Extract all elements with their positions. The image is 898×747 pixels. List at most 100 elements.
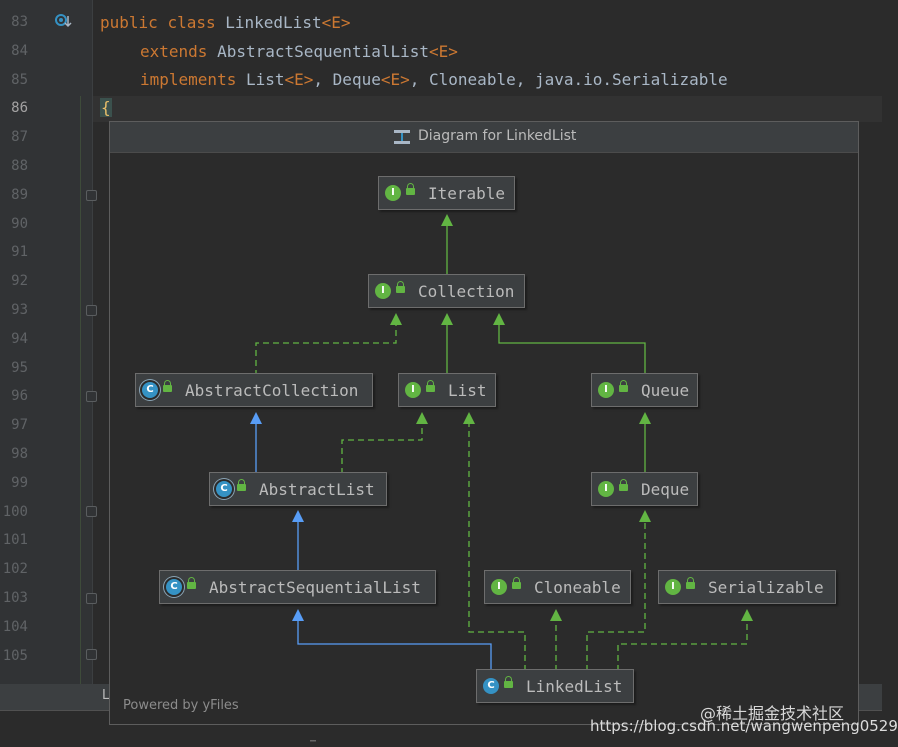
fold-marker[interactable] xyxy=(86,593,97,604)
abstract-class-icon: C xyxy=(142,382,158,398)
lock-icon xyxy=(686,577,695,589)
node-abstract-list[interactable]: C AbstractList xyxy=(209,472,387,506)
node-collection[interactable]: I Collection xyxy=(368,274,525,308)
type-param: <E> xyxy=(380,70,410,89)
class-name: LinkedList xyxy=(225,13,322,32)
edge-queue-collection xyxy=(498,315,646,376)
fold-marker[interactable] xyxy=(86,506,97,517)
override-gutter-icon[interactable] xyxy=(53,12,73,32)
interface-icon: I xyxy=(665,579,681,595)
diagram-icon xyxy=(394,130,410,144)
bottom-tab-label[interactable]: L xyxy=(102,688,110,703)
lock-icon xyxy=(619,479,628,491)
line-number[interactable]: 104 xyxy=(2,618,28,635)
keyword-extends: extends xyxy=(140,42,208,61)
lock-icon xyxy=(237,479,246,491)
fold-marker[interactable] xyxy=(86,305,97,316)
node-queue[interactable]: I Queue xyxy=(591,373,698,407)
line-number[interactable]: 102 xyxy=(2,561,28,578)
fold-marker[interactable] xyxy=(86,649,97,660)
interface-icon: I xyxy=(385,185,401,201)
lock-icon xyxy=(396,281,405,293)
popup-title-bar[interactable]: Diagram for LinkedList xyxy=(110,122,858,153)
line-number[interactable]: 84 xyxy=(11,42,28,59)
interface-icon: I xyxy=(375,283,391,299)
line-number[interactable]: 96 xyxy=(11,388,28,405)
drag-handle-icon[interactable]: ⋯ xyxy=(310,736,317,747)
keyword-implements: implements xyxy=(140,70,237,89)
line-number[interactable]: 85 xyxy=(11,71,28,88)
class-icon: C xyxy=(483,678,499,694)
diagram-popup[interactable]: Diagram for LinkedList xyxy=(109,121,859,725)
node-label: List xyxy=(448,381,487,400)
superclass-name: AbstractSequentialList xyxy=(217,42,429,61)
line-number[interactable]: 95 xyxy=(11,359,28,376)
line-number[interactable]: 83 xyxy=(11,14,28,30)
watermark-juejin: @稀土掘金技术社区 xyxy=(700,704,845,723)
node-list[interactable]: I List xyxy=(398,373,496,407)
line-number[interactable]: 91 xyxy=(11,244,28,261)
node-iterable[interactable]: I Iterable xyxy=(378,176,515,210)
node-serializable[interactable]: I Serializable xyxy=(658,570,836,604)
node-label: LinkedList xyxy=(526,677,623,696)
code-line-85[interactable]: implements List<E>, Deque<E>, Cloneable,… xyxy=(140,70,728,89)
edge-abstractcollection-collection xyxy=(255,315,397,376)
lock-icon xyxy=(504,676,513,688)
line-number[interactable]: 86 xyxy=(11,100,28,117)
line-number[interactable]: 87 xyxy=(11,129,28,146)
line-number[interactable]: 100 xyxy=(2,503,28,520)
node-label: Serializable xyxy=(708,578,824,597)
lock-icon xyxy=(163,380,172,392)
editor-gutter xyxy=(0,0,92,745)
edge-abstractlist-list xyxy=(341,414,423,474)
node-label: Collection xyxy=(418,282,515,301)
line-number[interactable]: 88 xyxy=(11,158,28,174)
node-label: Deque xyxy=(641,480,690,499)
line-number[interactable]: 90 xyxy=(11,215,28,232)
line-number[interactable]: 103 xyxy=(2,590,28,606)
edge-linkedlist-asl xyxy=(297,611,492,671)
fold-marker[interactable] xyxy=(86,190,97,201)
keyword-class: class xyxy=(167,13,216,32)
lock-icon xyxy=(619,380,628,392)
gutter-separator xyxy=(92,0,93,700)
powered-by-label: Powered by yFiles xyxy=(123,698,239,713)
edge-linkedlist-list xyxy=(468,414,526,671)
interface-icon: I xyxy=(598,481,614,497)
line-number[interactable]: 97 xyxy=(11,417,28,434)
line-number[interactable]: 99 xyxy=(11,474,28,491)
code-line-84[interactable]: extends AbstractSequentialList<E> xyxy=(140,42,458,61)
line-number[interactable]: 105 xyxy=(2,647,28,664)
node-linked-list[interactable]: C LinkedList xyxy=(476,669,634,703)
open-brace[interactable]: { xyxy=(100,98,112,117)
node-cloneable[interactable]: I Cloneable xyxy=(484,570,631,604)
code-line-83[interactable]: public class LinkedList<E> xyxy=(100,13,350,32)
line-number[interactable]: 101 xyxy=(2,532,28,549)
current-line-highlight xyxy=(93,96,882,122)
node-abstract-collection[interactable]: C AbstractCollection xyxy=(135,373,373,407)
type-param: <E> xyxy=(284,70,314,89)
watermark-url: https://blog.csdn.net/wangwenpeng0529 xyxy=(590,717,898,735)
lock-icon xyxy=(512,577,521,589)
line-number[interactable]: 94 xyxy=(11,330,28,347)
node-abstract-sequential-list[interactable]: C AbstractSequentialList xyxy=(159,570,436,604)
popup-title: Diagram for LinkedList xyxy=(418,128,577,144)
node-label: Queue xyxy=(641,381,690,400)
keyword-public: public xyxy=(100,13,158,32)
interface-icon: I xyxy=(598,382,614,398)
node-label: AbstractCollection xyxy=(185,381,359,400)
line-number[interactable]: 92 xyxy=(11,273,28,290)
line-number[interactable]: 89 xyxy=(11,186,28,203)
abstract-class-icon: C xyxy=(166,579,182,595)
line-number[interactable]: 98 xyxy=(11,446,28,462)
line-number[interactable]: 93 xyxy=(11,302,28,318)
fold-marker[interactable] xyxy=(86,391,97,402)
interface-deque: Deque xyxy=(332,70,381,89)
lock-icon xyxy=(187,577,196,589)
node-label: Iterable xyxy=(428,184,506,203)
type-param: <E> xyxy=(429,42,458,61)
lock-icon xyxy=(406,183,415,195)
node-deque[interactable]: I Deque xyxy=(591,472,698,506)
indent-guide xyxy=(80,96,81,696)
abstract-class-icon: C xyxy=(216,481,232,497)
